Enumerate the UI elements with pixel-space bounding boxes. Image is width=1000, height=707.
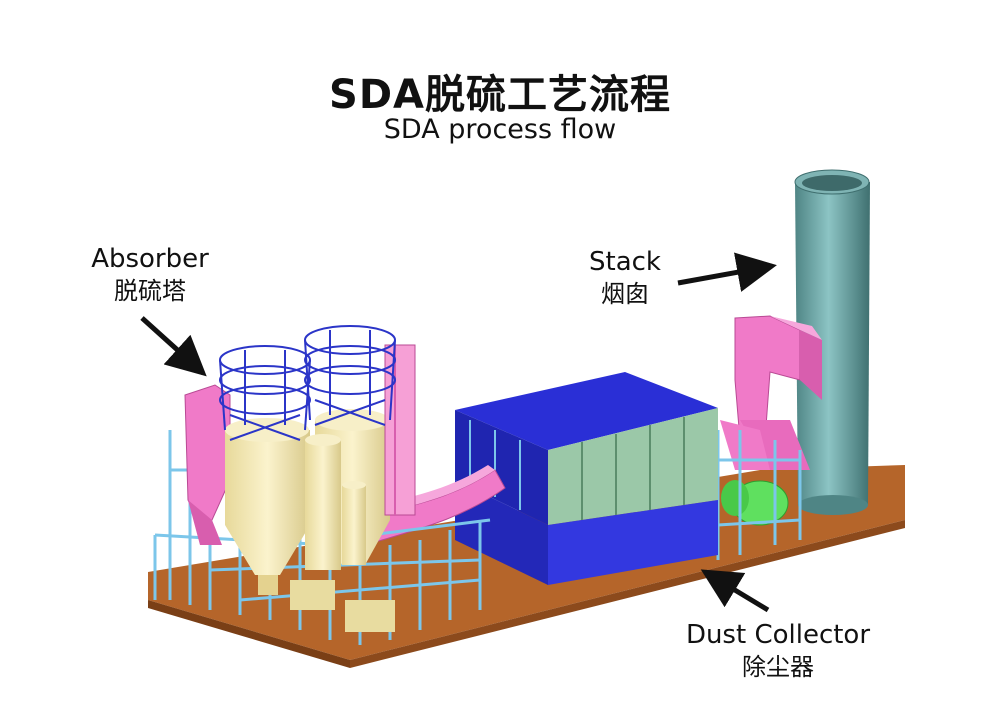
- dust-collector-label-en: Dust Collector: [685, 620, 871, 650]
- dust-collector-label: Dust Collector 除尘器: [668, 619, 888, 683]
- diagram-title-en: SDA process flow: [383, 114, 617, 145]
- absorber-label: Absorber 脱硫塔: [70, 243, 230, 307]
- small-tank-2: [342, 481, 366, 565]
- outlet-duct: [720, 315, 822, 470]
- absorber-label-en: Absorber: [91, 244, 209, 274]
- small-tank-1: [305, 434, 341, 570]
- dust-collector-label-zh: 除尘器: [742, 653, 814, 681]
- stack: [794, 169, 870, 515]
- dust-collector-arrow: [700, 569, 770, 613]
- absorber-inlet-duct: [184, 384, 231, 545]
- stack-label-en: Stack: [589, 247, 661, 277]
- stack-label-zh: 烟囱: [601, 280, 649, 308]
- absorber-label-zh: 脱硫塔: [114, 277, 186, 305]
- absorber-dome-2: [304, 325, 396, 426]
- lower-equipment: [290, 580, 395, 632]
- absorber-riser-duct: [384, 344, 416, 516]
- stack-arrow: [677, 252, 777, 292]
- stack-label: Stack 烟囱: [570, 246, 680, 310]
- absorber-arrow: [140, 316, 207, 377]
- dust-collector: [455, 372, 718, 585]
- diagram-title-zh: SDA脱硫工艺流程: [329, 72, 671, 118]
